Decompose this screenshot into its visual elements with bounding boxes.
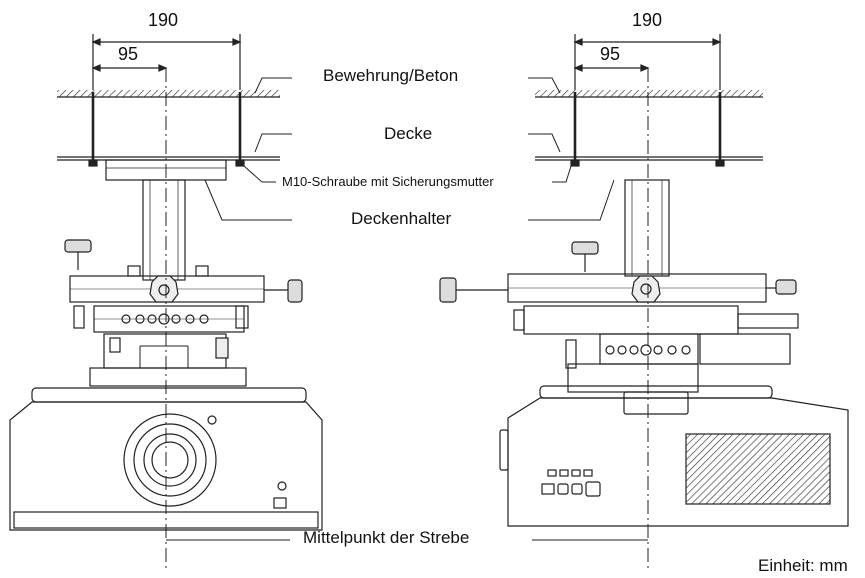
left-top-knob bbox=[64, 239, 92, 253]
dim-right-outer: 190 bbox=[632, 10, 663, 30]
right-side-knob bbox=[439, 277, 457, 303]
left-ceiling-slab bbox=[57, 90, 280, 161]
left-leader-lines bbox=[204, 77, 292, 221]
front-view bbox=[9, 34, 323, 531]
right-bolts bbox=[573, 92, 722, 166]
label-ceiling: Decke bbox=[384, 124, 433, 143]
dim-right-inner: 95 bbox=[600, 44, 621, 64]
unit-label: Einheit: mm bbox=[758, 556, 848, 575]
left-nut bbox=[235, 159, 245, 167]
left-side-knob bbox=[287, 279, 303, 303]
right-dimension-lines bbox=[573, 34, 722, 90]
right-middle-plate bbox=[523, 305, 739, 335]
dim-left-inner: 95 bbox=[118, 44, 139, 64]
left-bolts bbox=[91, 92, 242, 166]
left-nut bbox=[88, 159, 98, 167]
right-mount-base bbox=[567, 363, 699, 393]
label-bolt: M10-Schraube mit Sicherungsmutter bbox=[282, 174, 494, 189]
side-view bbox=[439, 34, 849, 527]
right-projector bbox=[499, 385, 849, 527]
right-leader-lines bbox=[528, 77, 615, 221]
left-pole bbox=[142, 179, 186, 281]
label-reinforcement: Bewehrung/Beton bbox=[323, 66, 459, 85]
right-lower-bracket bbox=[599, 333, 699, 365]
right-ceiling-slab bbox=[535, 90, 763, 161]
dim-left-outer: 190 bbox=[148, 10, 179, 30]
left-lower-bracket bbox=[103, 333, 227, 369]
label-bracket: Deckenhalter bbox=[351, 209, 452, 228]
left-center-knob bbox=[149, 275, 179, 303]
label-center: Mittelpunkt der Strebe bbox=[303, 528, 470, 547]
center-lines bbox=[165, 68, 649, 570]
left-dimension-lines bbox=[91, 34, 242, 90]
right-pole bbox=[624, 179, 670, 277]
left-mount-base bbox=[89, 367, 247, 387]
